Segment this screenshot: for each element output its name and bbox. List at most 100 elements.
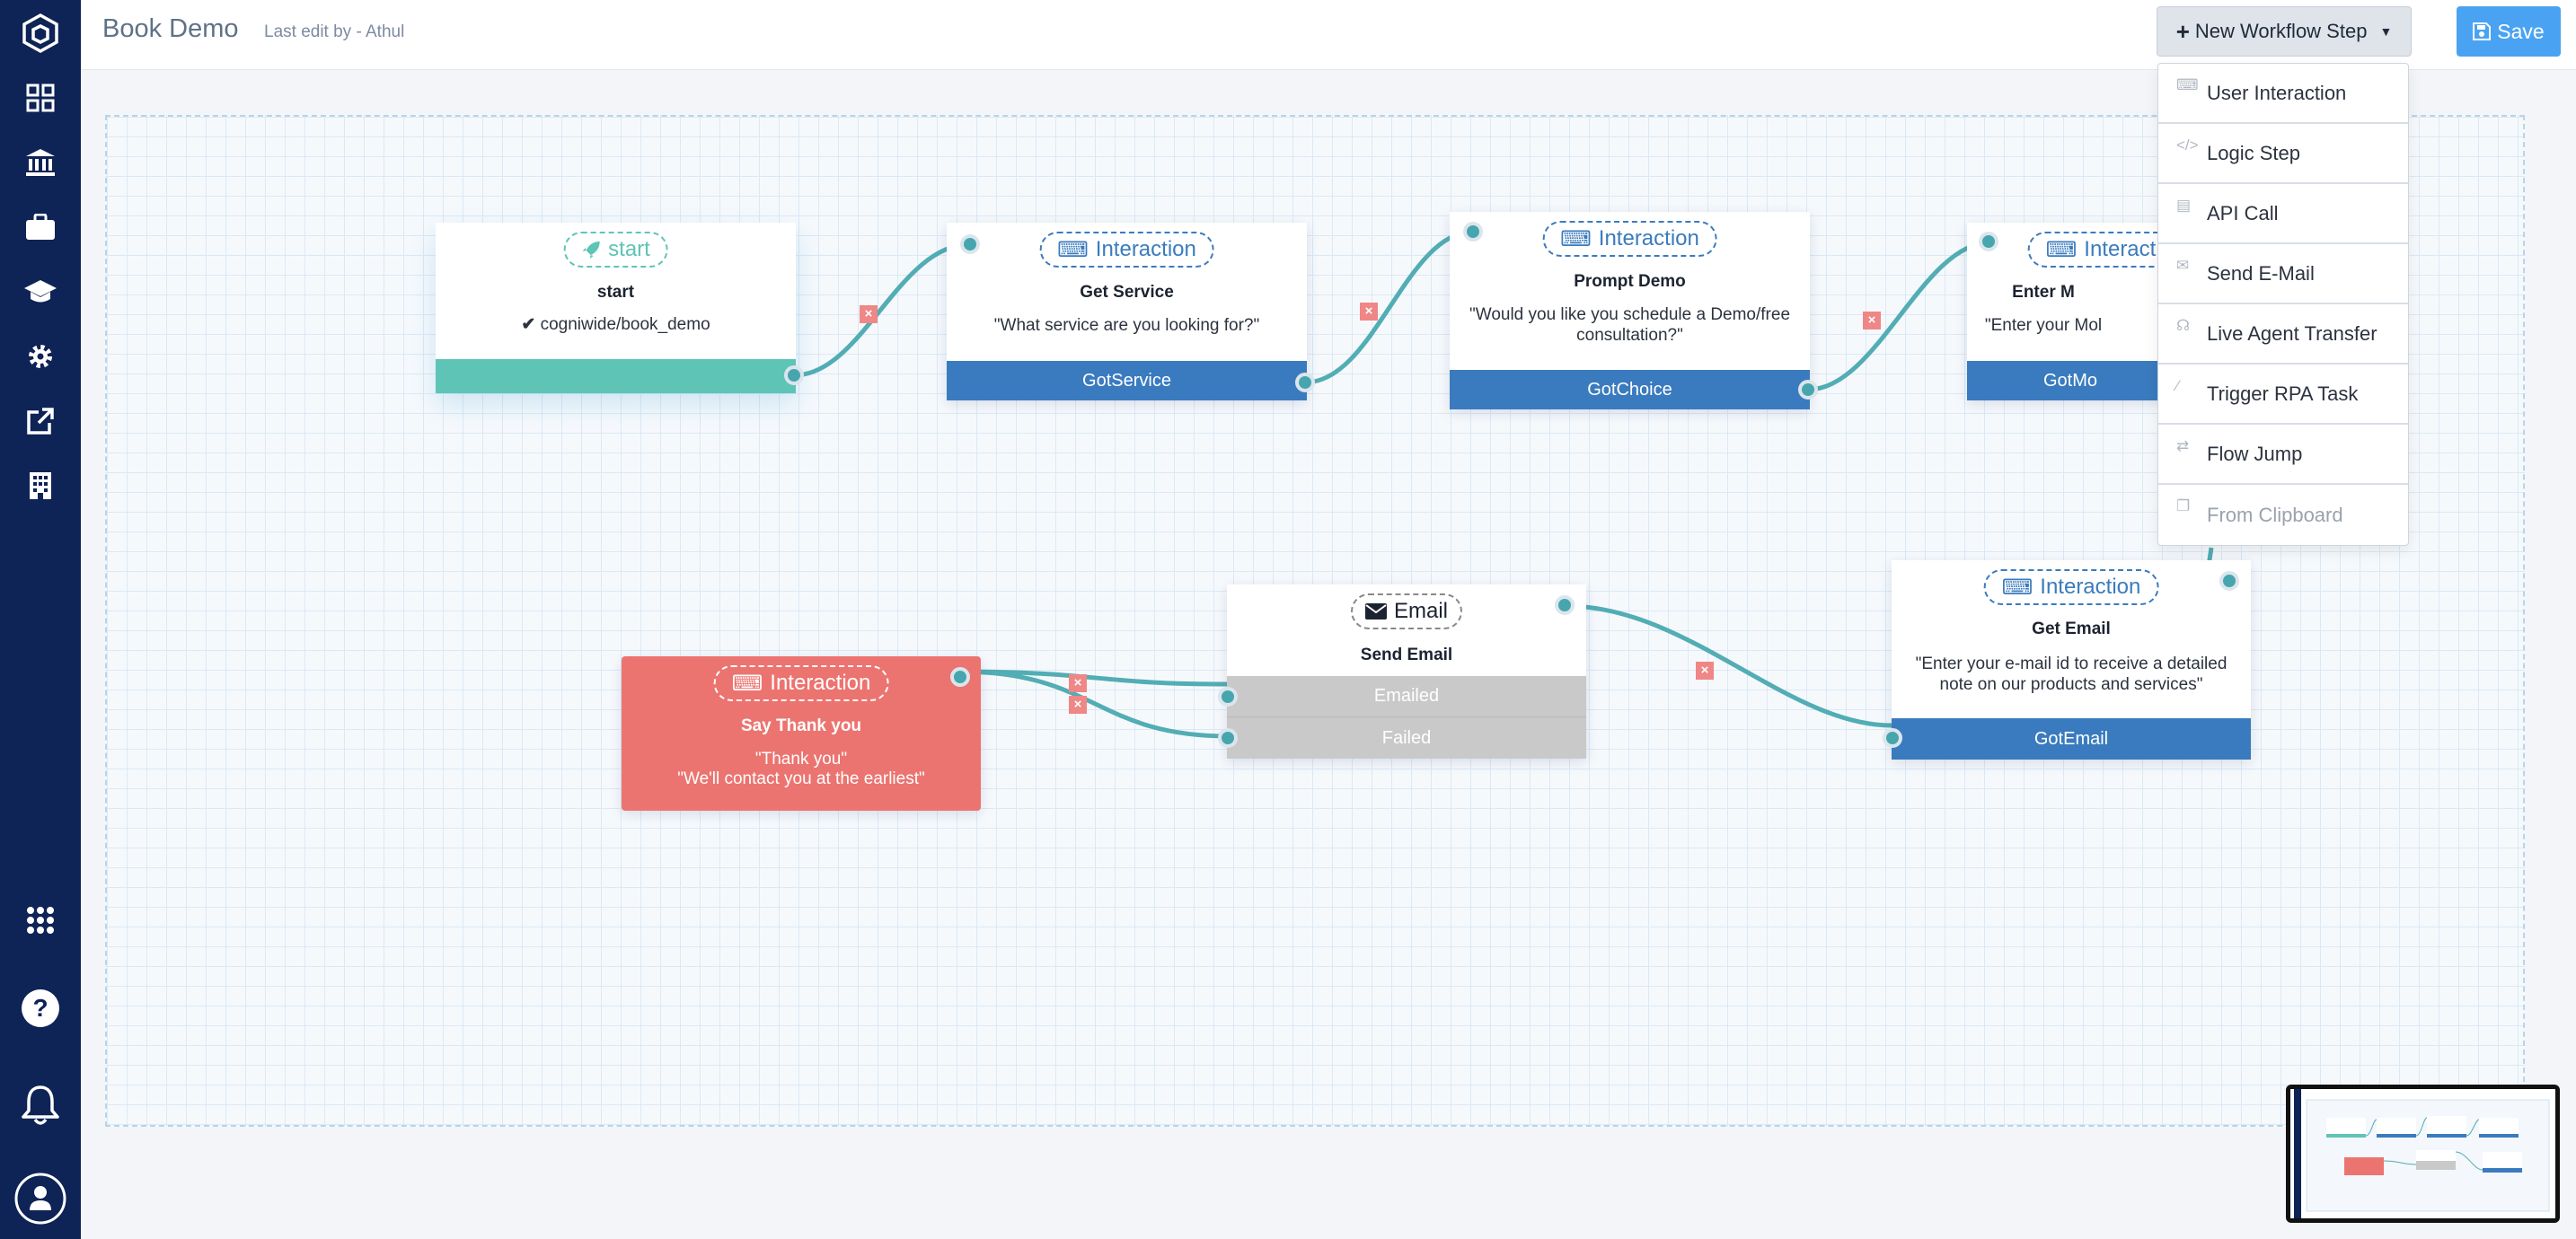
- minimap-preview: [2290, 1089, 2555, 1218]
- menu-item-user-interaction[interactable]: ⌨ User Interaction: [2158, 64, 2408, 124]
- output-port[interactable]: [1883, 728, 1902, 748]
- node-badge: ⌨ Interaction: [1983, 569, 2159, 605]
- help-icon[interactable]: ?: [14, 982, 66, 1034]
- new-step-dropdown: ⌨ User Interaction </> Logic Step ▤API Cal…: [2157, 63, 2409, 546]
- node-get-service[interactable]: ⌨ Interaction Get Service "What service …: [947, 223, 1307, 400]
- node-output-bar: [436, 359, 796, 393]
- svg-text:?: ?: [32, 994, 48, 1022]
- menu-item-live-agent-transfer[interactable]: ☊ Live Agent Transfer: [2158, 304, 2408, 365]
- delete-connection-icon[interactable]: ×: [860, 305, 878, 323]
- bank-icon[interactable]: [14, 136, 66, 189]
- input-port[interactable]: [2219, 571, 2239, 591]
- node-title: Prompt Demo: [1574, 272, 1686, 291]
- keyboard-icon: ⌨: [2176, 76, 2199, 93]
- menu-item-label: Send E-Mail: [2207, 261, 2315, 285]
- node-title: Say Thank you: [740, 716, 862, 735]
- input-port-failed[interactable]: [1218, 728, 1238, 748]
- menu-item-label: From Clipboard: [2207, 503, 2343, 526]
- graduation-cap-icon[interactable]: [14, 266, 66, 318]
- node-title: Get Service: [1080, 283, 1174, 302]
- apps-grid-icon[interactable]: [14, 894, 66, 946]
- output-port[interactable]: [1798, 380, 1818, 400]
- envelope-icon: ✉: [2176, 257, 2190, 274]
- menu-item-trigger-rpa-task[interactable]: ⁄ Trigger RPA Task: [2158, 365, 2408, 425]
- output-port[interactable]: [784, 365, 804, 385]
- input-port[interactable]: [1463, 222, 1483, 242]
- envelope-icon: [1364, 603, 1387, 620]
- delete-connection-icon[interactable]: ×: [1696, 662, 1714, 680]
- menu-item-label: Flow Jump: [2207, 442, 2303, 465]
- node-prompt-demo[interactable]: ⌨ Interaction Prompt Demo "Would you lik…: [1450, 212, 1810, 409]
- node-text: "What service are you looking for?": [993, 316, 1260, 335]
- save-label: Save: [2497, 19, 2545, 43]
- node-text: "Thank you": [754, 750, 848, 769]
- node-get-email[interactable]: ⌨ Interaction Get Email "Enter your e-ma…: [1892, 560, 2251, 760]
- node-output-gotemail: GotEmail: [1892, 718, 2251, 760]
- node-text: "We'll contact you at the earliest": [677, 769, 925, 788]
- briefcase-icon[interactable]: [14, 201, 66, 253]
- output-port[interactable]: [950, 667, 970, 687]
- delete-connection-icon[interactable]: ×: [1863, 312, 1881, 330]
- menu-item-flow-jump[interactable]: ⇄Flow Jump: [2158, 425, 2408, 485]
- node-start[interactable]: start start ✔ cogniwide/book_demo: [436, 223, 796, 393]
- input-port[interactable]: [1979, 232, 1998, 251]
- node-title: Send Email: [1360, 646, 1453, 664]
- menu-item-label: Logic Step: [2207, 141, 2300, 164]
- code-icon: </>: [2176, 136, 2199, 154]
- delete-connection-icon[interactable]: ×: [1069, 674, 1087, 692]
- last-edit-label: Last edit by - Athul: [264, 22, 405, 41]
- menu-item-send-email[interactable]: ✉ Send E-Mail: [2158, 244, 2408, 304]
- node-badge: start: [563, 232, 668, 268]
- new-workflow-step-label: New Workflow Step: [2194, 20, 2368, 42]
- delete-connection-icon[interactable]: ×: [1360, 303, 1378, 321]
- node-title: Enter M: [2012, 283, 2075, 302]
- node-badge-label: Interaction: [770, 671, 871, 695]
- menu-item-from-clipboard: ❐From Clipboard: [2158, 485, 2408, 545]
- node-output-gotservice: GotService: [947, 361, 1307, 400]
- menu-item-api-call[interactable]: ▤API Call: [2158, 184, 2408, 244]
- building-icon[interactable]: [14, 460, 66, 512]
- external-link-icon[interactable]: [14, 395, 66, 447]
- node-badge: Email: [1350, 593, 1463, 629]
- node-text: "Would you like you schedule a Demo/free…: [1469, 305, 1791, 345]
- node-say-thank-you[interactable]: ⌨ Interaction Say Thank you "Thank you" …: [622, 656, 981, 811]
- node-title: start: [596, 283, 635, 302]
- delete-connection-icon[interactable]: ×: [1069, 696, 1087, 714]
- bell-icon[interactable]: [14, 1079, 66, 1131]
- node-badge-label: Interaction: [2040, 575, 2141, 599]
- node-badge: ⌨ Interaction: [713, 665, 889, 701]
- menu-item-label: User Interaction: [2207, 81, 2347, 104]
- node-send-email[interactable]: Email Send Email Emailed Failed: [1227, 584, 1586, 759]
- input-port[interactable]: [960, 234, 980, 254]
- headset-icon: ☊: [2176, 317, 2191, 334]
- node-badge-label: start: [608, 237, 650, 261]
- node-title: Get Email: [2032, 620, 2111, 638]
- minimap[interactable]: [2286, 1085, 2560, 1223]
- user-icon[interactable]: [14, 1173, 66, 1225]
- output-port[interactable]: [1295, 373, 1315, 392]
- node-text: ✔ cogniwide/book_demo: [436, 314, 796, 335]
- rocket-icon: [582, 242, 600, 259]
- node-output-label: GotMo: [2042, 370, 2098, 391]
- menu-item-logic-step[interactable]: </> Logic Step: [2158, 124, 2408, 184]
- caret-down-icon: ▼: [2379, 24, 2393, 39]
- logo-icon[interactable]: [14, 7, 66, 59]
- magic-wand-icon: ⁄: [2176, 377, 2179, 394]
- node-outputs: Emailed Failed: [1227, 676, 1586, 759]
- node-badge: ⌨ Interaction: [1542, 221, 1717, 257]
- dashboard-grid-icon[interactable]: [14, 72, 66, 124]
- gear-icon[interactable]: [14, 330, 66, 382]
- save-button[interactable]: Save: [2457, 6, 2561, 57]
- check-icon: ✔: [521, 315, 536, 334]
- node-output-failed: Failed: [1381, 727, 1432, 748]
- node-output-emailed: Emailed: [1227, 676, 1586, 717]
- new-workflow-step-button[interactable]: + New Workflow Step ▼: [2157, 6, 2412, 57]
- input-port-emailed[interactable]: [1218, 687, 1238, 707]
- node-text: "Enter your e-mail id to receive a detai…: [1915, 655, 2228, 694]
- menu-item-label: Trigger RPA Task: [2207, 382, 2359, 405]
- menu-item-label: Live Agent Transfer: [2207, 321, 2378, 345]
- keyboard-icon: ⌨: [2001, 575, 2033, 600]
- output-port[interactable]: [1555, 595, 1575, 615]
- node-badge-label: Interaction: [1598, 226, 1699, 250]
- keyboard-icon: ⌨: [1560, 226, 1592, 251]
